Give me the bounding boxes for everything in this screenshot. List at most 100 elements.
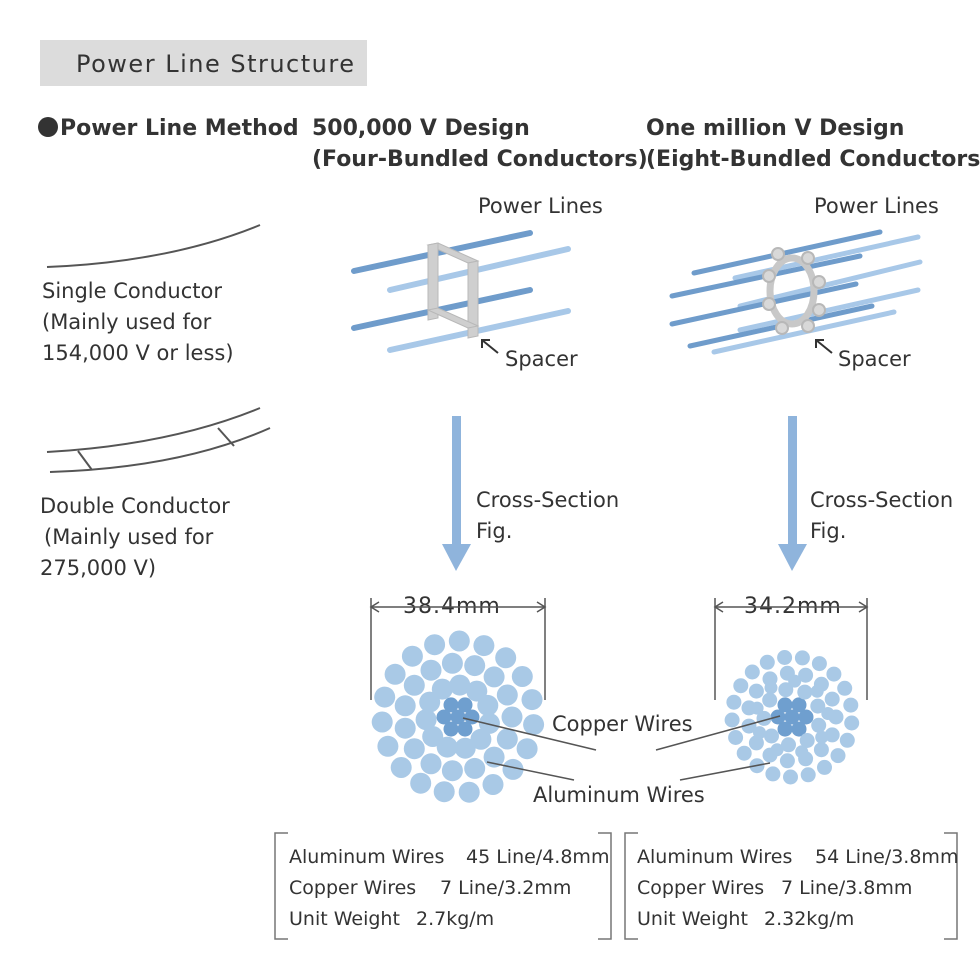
design-1-title-line2: (Four-Bundled Conductors) (312, 147, 648, 172)
copper-wire-strand (777, 697, 793, 713)
spec-2-aluminum-label: Aluminum Wires (637, 846, 793, 868)
aluminum-wire-strand (420, 753, 442, 775)
double-conductor-note1: (Mainly used for (44, 525, 214, 549)
copper-wire-strand (791, 697, 807, 713)
aluminum-wire-strand (477, 694, 499, 716)
aluminum-wire-strand (403, 674, 425, 696)
aluminum-wire-strand (810, 684, 824, 698)
copper-wire-strand (777, 721, 793, 737)
spacer-pointer-1-icon (481, 339, 499, 354)
aluminum-wire-strand (821, 707, 835, 720)
aluminum-wire-strand (415, 709, 437, 731)
aluminum-wire-strand (750, 701, 764, 715)
aluminum-wire-strand (473, 635, 495, 657)
aluminum-wire-strand (733, 678, 749, 694)
aluminum-wire-strand (501, 706, 523, 728)
aluminum-wire-strand (419, 691, 441, 713)
cross-section-1-line1: Cross-Section (476, 488, 620, 512)
copper-wires-label: Copper Wires (552, 712, 693, 736)
four-bundled-lines (351, 230, 571, 353)
single-conductor-text: Single Conductor (Mainly used for 154,00… (42, 276, 234, 369)
aluminum-wire-strand (502, 758, 524, 780)
aluminum-wire-strand (777, 650, 793, 665)
spec-2-aluminum-value: 54 Line/3.8mm (815, 846, 959, 868)
aluminum-wire-strand (521, 689, 543, 711)
aluminum-wire-strand (374, 686, 396, 708)
aluminum-wire-strand (736, 745, 752, 761)
copper-wire-strand (443, 697, 459, 713)
copper-wire-strand (457, 721, 473, 737)
aluminum-wire-strand (811, 656, 827, 672)
design-2-title-line2: (Eight-Bundled Conductors) (646, 147, 980, 172)
single-conductor-note1: (Mainly used for (42, 310, 212, 334)
aluminum-wire-strand (817, 759, 832, 775)
copper-wire-strand (457, 697, 473, 713)
aluminum-wire-strand (420, 659, 442, 681)
spec-bracket-2 (624, 832, 958, 940)
aluminum-wire-strand (724, 712, 740, 728)
title-box (40, 40, 367, 86)
down-arrow-1-icon (442, 416, 471, 571)
leader-lines (462, 715, 781, 781)
aluminum-wire-strand (800, 767, 816, 783)
spec-2-copper-label: Copper Wires (637, 877, 765, 899)
aluminum-wire-strand (441, 760, 463, 782)
aluminum-wire-strand (810, 698, 826, 714)
spacer-label-2: Spacer (838, 347, 911, 371)
aluminum-wire-strand (523, 714, 545, 736)
spec-1-copper-label: Copper Wires (289, 877, 417, 899)
aluminum-wire-strand (431, 678, 453, 700)
aluminum-wire-strand (384, 663, 406, 685)
single-conductor-note2: 154,000 V or less) (42, 341, 234, 365)
aluminum-wire-strand (483, 666, 505, 688)
aluminum-wire-strand (741, 718, 757, 734)
spec-1-copper-value: 7 Line/3.2mm (440, 877, 572, 899)
aluminum-wire-strand (410, 772, 432, 794)
double-conductor-lines (46, 407, 271, 473)
aluminum-wire-strand (765, 766, 781, 782)
aluminum-wire-strand (843, 697, 859, 713)
square-spacer (426, 242, 480, 339)
spacer-label-1: Spacer (505, 347, 578, 371)
cross-section-2-line1: Cross-Section (810, 488, 954, 512)
aluminum-wires-label: Aluminum Wires (533, 783, 705, 807)
copper-wire-strand (443, 721, 459, 737)
aluminum-wire-strand (799, 733, 815, 748)
design-2-title: One million V Design (Eight-Bundled Cond… (646, 113, 980, 175)
aluminum-wire-strand (830, 748, 846, 764)
aluminum-wire-strand (495, 647, 517, 669)
copper-wire-strand (450, 709, 466, 725)
cross-section-1-line2: Fig. (476, 519, 513, 543)
method-heading: Power Line Method (38, 113, 299, 144)
spec-1-aluminum-label: Aluminum Wires (289, 846, 445, 868)
design-1-title-line1: 500,000 V Design (312, 116, 530, 141)
aluminum-wire-strand (753, 726, 766, 740)
double-conductor-text: Double Conductor (Mainly used for 275,00… (40, 491, 230, 584)
aluminum-wire-strand (433, 781, 455, 803)
aluminum-wire-strand (377, 735, 399, 757)
aluminum-wire-strand (422, 726, 444, 747)
aluminum-wire-strand (762, 692, 778, 708)
aluminum-wire-strand (464, 757, 486, 779)
aluminum-wire-strand (815, 730, 829, 744)
aluminum-wire-strand (788, 674, 802, 688)
aluminum-wire-strand (516, 738, 538, 760)
aluminum-wire-strand (779, 753, 795, 769)
cross-section-label-2: Cross-Section Fig. (810, 485, 953, 547)
page-title: Power Line Structure (76, 50, 356, 78)
aluminum-wire-strand (826, 666, 842, 682)
aluminum-wire-strand (764, 728, 779, 744)
aluminum-wire-strand (728, 730, 744, 745)
spec-2-copper-value: 7 Line/3.8mm (781, 877, 913, 899)
spacer-pointer-2-icon (815, 339, 833, 354)
copper-wire-strand (791, 721, 807, 737)
aluminum-wire-strand (726, 694, 742, 710)
aluminum-wire-strand (403, 738, 425, 760)
spec-1-weight-value: 2.7kg/m (416, 908, 495, 930)
copper-wire-strand (436, 709, 452, 725)
aluminum-wire-strand (371, 711, 393, 733)
cross-section-label-1: Cross-Section Fig. (476, 485, 619, 547)
aluminum-wire-strand (458, 781, 480, 803)
aluminum-wire-strand (390, 757, 412, 778)
